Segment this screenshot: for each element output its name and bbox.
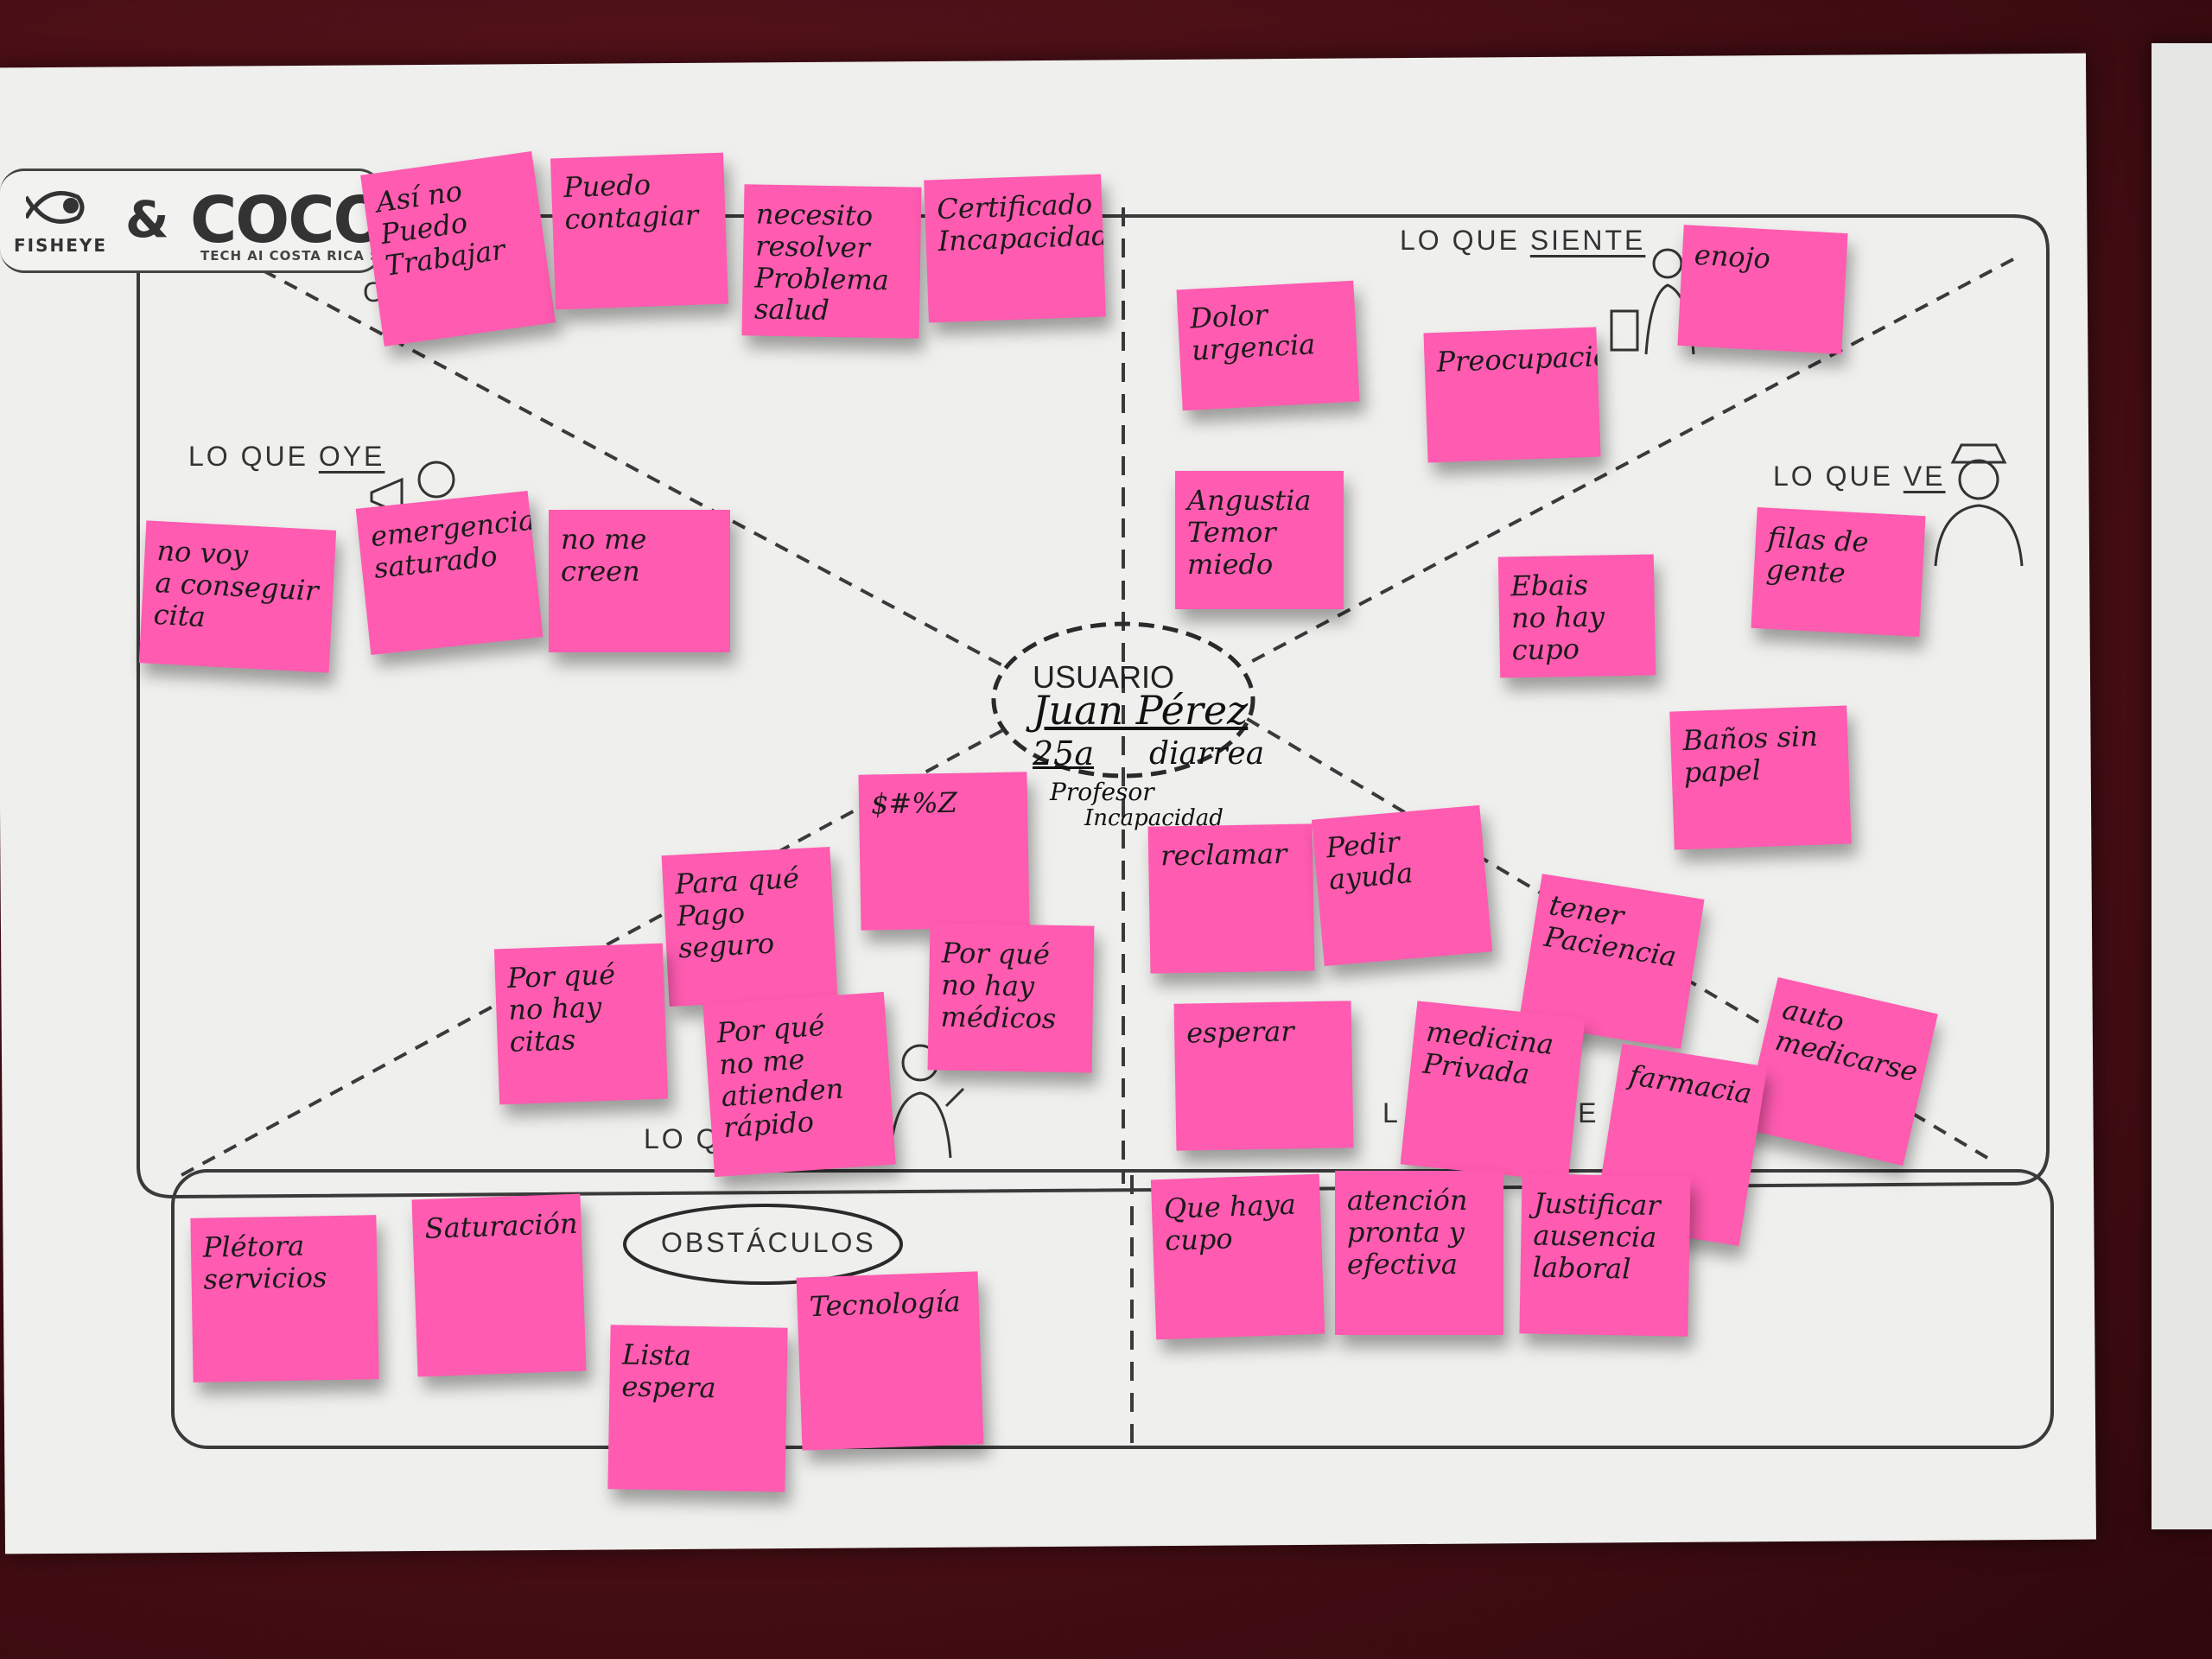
siente-word: SIENTE: [1529, 225, 1646, 256]
sticky-note: Que haya cupo: [1150, 1173, 1325, 1340]
sticky-note: filas de gente: [1751, 506, 1926, 638]
fisheye-label: FISHEYE: [14, 235, 108, 256]
sticky-note: medicina Privada: [1400, 1001, 1586, 1182]
sticky-note: Justificar ausencia laboral: [1519, 1173, 1691, 1337]
section-lo-q: LO Q: [644, 1123, 721, 1154]
sticky-note: Pedir ayuda: [1311, 804, 1493, 967]
user-name: Juan Pérez: [1033, 687, 1249, 734]
oye-word: OYE: [318, 441, 385, 472]
ve-word: VE: [1903, 461, 1946, 492]
sticky-note: Puedo contagiar: [550, 152, 728, 310]
section-lo-que-oye: LO QUE OYE: [188, 441, 385, 473]
ve-prefix: LO QUE: [1773, 461, 1904, 492]
bottom-frame: [171, 1169, 2054, 1449]
obstaculos-ellipse: [623, 1204, 903, 1285]
section-lo-que-siente: LO QUE SIENTE: [1400, 225, 1645, 257]
siente-prefix: LO QUE: [1400, 225, 1530, 256]
sticky-note: Por qué no hay médicos: [927, 923, 1095, 1073]
sticky-note: Baños sin papel: [1669, 705, 1852, 850]
section-lo-que-ve: LO QUE VE: [1773, 461, 1946, 493]
second-poster-edge: [2152, 43, 2212, 1529]
sticky-note: reclamar: [1147, 823, 1315, 974]
sticky-note: necesito resolver Problema salud: [741, 184, 922, 339]
sticky-note: esperar: [1173, 1001, 1354, 1151]
fisheye-logo-icon: [26, 191, 85, 224]
coco-subtitle: TECH AI COSTA RICA S.A: [200, 248, 397, 264]
sticky-note: Preocupación: [1423, 327, 1601, 463]
frame-outline: [137, 214, 2050, 1199]
sticky-note: Angustia Temor miedo: [1175, 471, 1344, 609]
sticky-note: Saturación: [411, 1193, 587, 1377]
user-age: 25a: [1033, 734, 1095, 772]
sticky-note: atención pronta y efectiva: [1335, 1171, 1503, 1335]
sticky-note: Para qué Pago seguro: [661, 847, 838, 1007]
person-with-hat-icon: [1934, 443, 2024, 567]
user-label: USUARIO: [1033, 659, 1175, 695]
sticky-note: Tecnología: [796, 1271, 984, 1451]
sticky-note: no me creen: [549, 510, 730, 652]
sticky-note: Así no Puedo Trabajar: [360, 151, 556, 346]
sticky-note: enojo: [1677, 225, 1848, 354]
sticky-note: Dolor urgencia: [1176, 280, 1360, 411]
sticky-note: Ebais no hay cupo: [1497, 554, 1656, 678]
sticky-note: emergencias saturado: [355, 491, 543, 655]
section-obstaculos: OBSTÁCULOS: [661, 1227, 876, 1258]
oye-prefix: LO QUE: [188, 441, 319, 472]
sticky-note: Certificado Incapacidad: [924, 174, 1106, 323]
sticky-note: no voy a conseguir cita: [138, 520, 337, 673]
ampersand: &: [125, 190, 169, 249]
user-detail: diarrea: [1149, 736, 1265, 772]
sticky-note: Por qué no hay citas: [493, 943, 669, 1105]
sticky-note: $#%Z: [858, 772, 1030, 931]
user-role: Profesor: [1050, 778, 1154, 806]
section-lo-ce-left: L: [1382, 1097, 1401, 1128]
coco-logo: COCO: [190, 183, 387, 257]
sticky-note: Plétora servicios: [190, 1215, 379, 1382]
user-ellipse: [991, 621, 1255, 779]
sticky-note: Lista espera: [607, 1325, 788, 1492]
sticky-note: Por qué no me atienden rápido: [702, 991, 896, 1178]
